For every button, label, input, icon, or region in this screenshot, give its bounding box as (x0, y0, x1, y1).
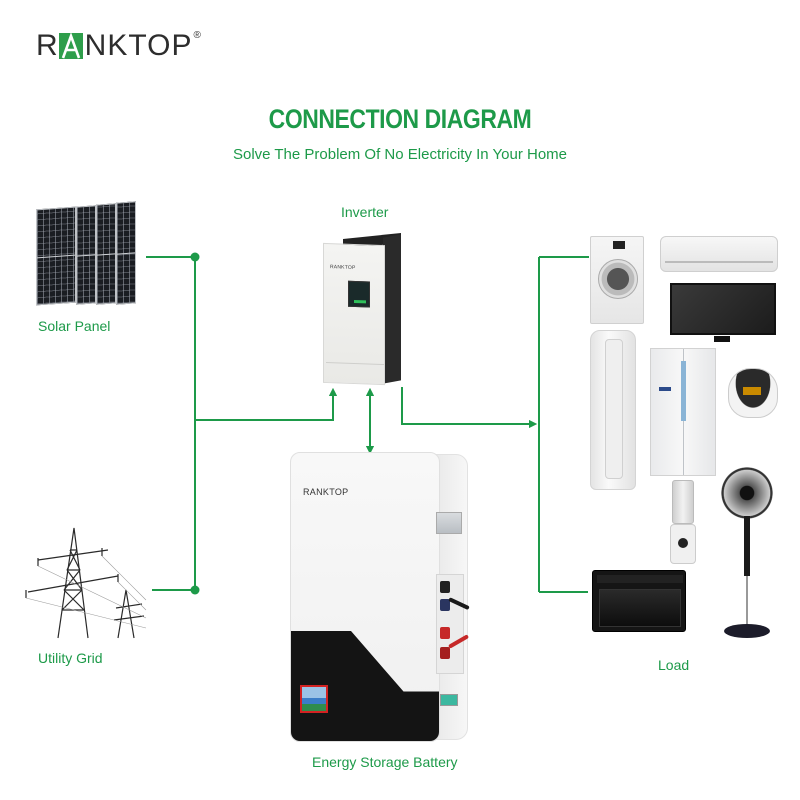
inverter-logo: RANKTOP (330, 264, 356, 272)
battery-breaker-window (436, 512, 462, 534)
page-title: CONNECTION DIAGRAM (268, 104, 532, 134)
logo-a-mark (58, 33, 83, 59)
page-subtitle: Solve The Problem Of No Electricity In Y… (232, 146, 568, 163)
grid-junction-dot (190, 585, 200, 595)
inverter-body: RANKTOP (323, 242, 385, 386)
rice-cooker-icon (728, 368, 778, 418)
solar-panel-image (36, 200, 144, 310)
utility-grid-label: Utility Grid (38, 650, 103, 666)
inverter-label: Inverter (341, 204, 389, 220)
solar-panel-label: Solar Panel (38, 318, 111, 334)
battery-power-switch (440, 694, 458, 706)
brand-logo: R NKTOP ® (36, 28, 202, 64)
tower-air-conditioner-icon (590, 330, 636, 490)
battery-logo: RANKTOP (303, 487, 349, 497)
blender-icon (668, 480, 700, 566)
input-to-inverter-arrow (195, 387, 338, 421)
battery-label: Energy Storage Battery (312, 754, 458, 770)
inverter-heatsink (383, 234, 401, 384)
load-label: Load (658, 657, 690, 673)
washing-machine-icon (590, 236, 644, 324)
standing-fan-icon (718, 466, 778, 642)
load-appliances (588, 234, 788, 644)
solar-junction-dot (190, 252, 200, 262)
refrigerator-icon (650, 348, 716, 476)
battery-body: RANKTOP (290, 452, 440, 742)
microwave-oven-icon (592, 570, 686, 632)
wall-air-conditioner-icon (660, 236, 778, 272)
inverter-to-load-arrow (401, 387, 538, 429)
inverter-display (348, 280, 370, 308)
registered-mark: ® (193, 30, 202, 41)
battery-terminals (436, 574, 470, 674)
logo-letters: NKTOP (84, 29, 193, 62)
inverter-image: RANKTOP (323, 232, 403, 386)
television-icon (670, 283, 776, 342)
power-tower-icon (25, 527, 147, 639)
battery-image: RANKTOP (290, 452, 470, 747)
logo-letter-r: R (36, 29, 59, 62)
battery-lcd-screen (300, 685, 328, 713)
